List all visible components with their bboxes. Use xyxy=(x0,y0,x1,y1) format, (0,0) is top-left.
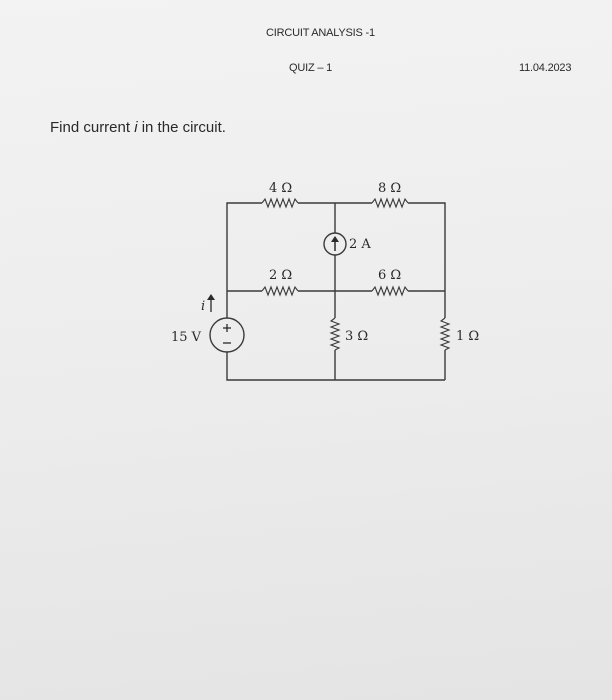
question-text-after: in the circuit. xyxy=(137,119,226,136)
label-r-top-right: 8 Ω xyxy=(378,181,401,196)
current-source xyxy=(323,232,347,256)
course-title: CIRCUIT ANALYSIS -1 xyxy=(266,27,375,39)
label-r-vertical-right: 1 Ω xyxy=(456,329,479,344)
question-text-before: Find current xyxy=(50,119,135,136)
circuit-wires xyxy=(226,202,446,381)
resistor-6-ohm xyxy=(371,285,409,297)
resistor-4-ohm xyxy=(261,197,299,209)
date-label: 11.04.2023 xyxy=(519,62,572,74)
label-r-top-left: 4 Ω xyxy=(269,181,292,196)
question-text: Find current i in the circuit. xyxy=(50,119,226,136)
label-voltage-source: 15 V xyxy=(171,330,202,345)
current-arrow xyxy=(207,294,215,312)
resistor-3-ohm xyxy=(329,317,341,351)
resistor-1-ohm xyxy=(439,317,451,351)
label-r-mid-right: 6 Ω xyxy=(378,268,401,283)
voltage-source xyxy=(209,317,245,353)
label-current-source: 2 A xyxy=(349,237,371,252)
resistor-8-ohm xyxy=(371,197,409,209)
resistor-2-ohm xyxy=(261,285,299,297)
quiz-label: QUIZ – 1 xyxy=(289,62,333,74)
label-r-vertical-mid: 3 Ω xyxy=(345,329,368,344)
label-r-mid-left: 2 Ω xyxy=(269,268,292,283)
question-variable: i xyxy=(134,119,138,136)
label-current-i: i xyxy=(201,299,205,314)
